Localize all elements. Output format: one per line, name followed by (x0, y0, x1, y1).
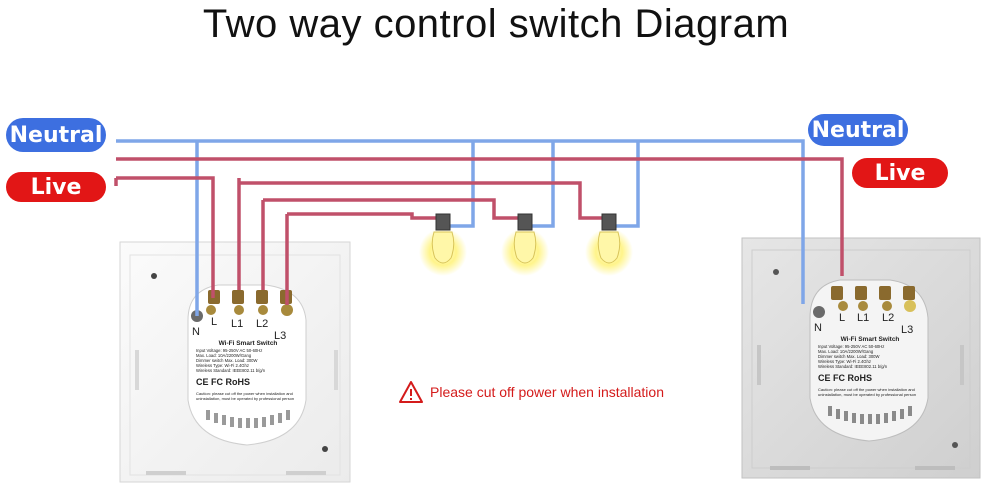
lamp-2 (501, 213, 549, 276)
right-terminal-l: L (839, 312, 846, 324)
right-spec-1: Max. Load: 10A/2200W/Gang (818, 348, 874, 354)
right-certs: CE FC RoHS (818, 372, 872, 383)
right-module-label: Wi-Fi Smart Switch Input Voltage: 95-250… (818, 336, 922, 397)
warning-text: Please cut off power when installation (430, 384, 664, 400)
left-spec-1: Max. Load: 10A/2200W/Gang (196, 352, 252, 358)
left-spec-4: Wireless Standard: IEEE802.11 b/g/n (196, 367, 266, 373)
left-module-title: Wi-Fi Smart Switch (218, 340, 278, 347)
left-terminal-l: L (211, 316, 218, 328)
neutral-label-right: Neutral (808, 114, 908, 146)
live-wires (114, 157, 844, 305)
left-terminal-l1: L1 (231, 318, 244, 330)
diagram-title: Two way control switch Diagram (202, 2, 790, 46)
right-spec-2: Dimmer switch Max. Load: 300W (818, 353, 880, 359)
left-terminal-l3: L3 (274, 330, 287, 342)
right-terminal-n: N (814, 322, 822, 334)
neutral-label-left: Neutral (6, 118, 106, 152)
lamp-3 (585, 213, 633, 276)
left-spec-2: Dimmer switch Max. Load: 300W (196, 357, 258, 363)
left-certs: CE FC RoHS (196, 376, 250, 387)
left-module-label: Wi-Fi Smart Switch Input Voltage: 95-250… (196, 340, 300, 401)
warning-icon (399, 381, 423, 403)
right-switch-plate (741, 237, 981, 479)
left-switch-plate (119, 241, 351, 483)
left-terminal-l2: L2 (256, 318, 269, 330)
right-spec-4: Wireless Standard: IEEE802.11 b/g/n (818, 363, 888, 369)
live-label-right: Live (852, 158, 948, 188)
left-terminal-n: N (192, 326, 200, 338)
left-spec-3: Wireless Type: Wi-Fi 2.4Ghz (196, 362, 249, 368)
live-label-left: Live (6, 172, 106, 202)
right-terminal-l1: L1 (857, 312, 870, 324)
right-terminal-l3: L3 (901, 324, 914, 336)
neutral-wires (116, 139, 805, 316)
right-caution: Caution: please cut off the power when i… (818, 386, 917, 397)
left-caution: Caution: please cut off the power when i… (196, 390, 295, 401)
right-terminal-l2: L2 (882, 312, 895, 324)
lamp-1 (419, 213, 467, 276)
right-module-title: Wi-Fi Smart Switch (840, 336, 900, 343)
right-spec-0: Input Voltage: 95-250V AC 50-60Hz (818, 343, 885, 349)
right-spec-3: Wireless Type: Wi-Fi 2.4Ghz (818, 358, 871, 364)
warning-note: Please cut off power when installation (398, 380, 664, 404)
left-spec-0: Input Voltage: 95-250V AC 50-60Hz (196, 347, 263, 353)
